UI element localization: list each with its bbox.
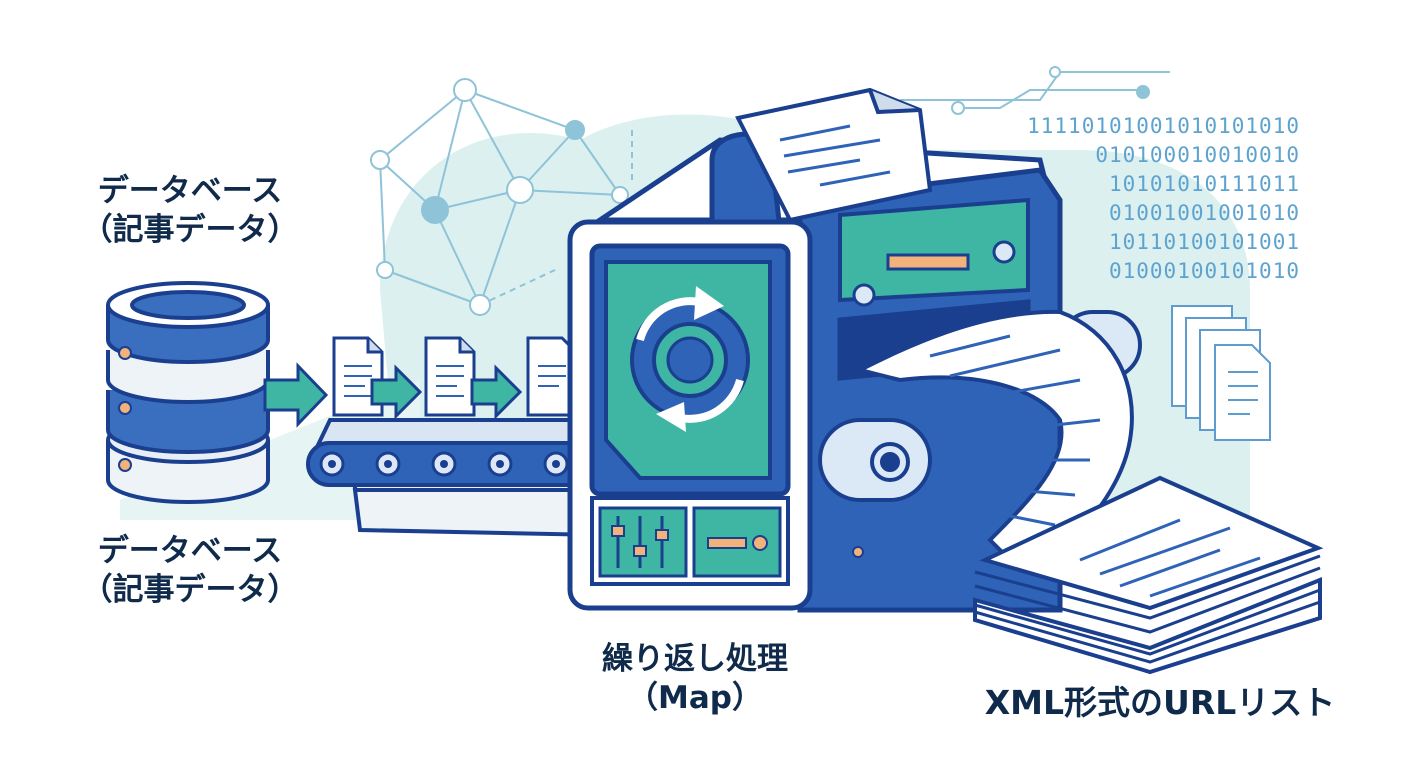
database-label-line2: （記事データ）	[81, 571, 299, 608]
network-graph-icon	[370, 78, 633, 316]
database-label-line2: （記事データ）	[81, 211, 299, 248]
map-label-line1: 繰り返し処理	[602, 641, 788, 677]
database-label-line1: データベース	[97, 533, 283, 569]
map-process-label: 繰り返し処理 （Map）	[560, 640, 830, 718]
binary-line: 11110101001010101010	[1027, 114, 1300, 138]
database-label-bottom: データベース （記事データ）	[70, 532, 310, 610]
xml-label-text: XML形式のURLリスト	[984, 683, 1336, 722]
database-label-top: データベース （記事データ）	[70, 172, 310, 250]
document-stack-icon	[1171, 305, 1271, 441]
refresh-cycle-icon	[636, 286, 744, 432]
database-icon	[106, 281, 270, 504]
binary-line: 01000100101010	[1108, 259, 1300, 283]
map-label-line2: （Map）	[627, 679, 763, 716]
database-label-line1: データベース	[97, 173, 283, 209]
input-document	[735, 87, 933, 223]
binary-line: 10110100101001	[1108, 230, 1300, 254]
document-icon	[332, 336, 578, 417]
binary-line: 010100010010010	[1095, 143, 1300, 167]
conveyor-belt	[306, 418, 602, 538]
xml-paper-stack	[973, 475, 1324, 675]
arrow-right-icon	[263, 362, 329, 428]
arrow-right-icon	[370, 364, 523, 420]
binary-line: 10101010111011	[1108, 172, 1300, 196]
xml-url-list-label: XML形式のURLリスト	[960, 682, 1360, 723]
circuit-lines	[900, 66, 1170, 115]
binary-line: 01001001001010	[1108, 201, 1300, 225]
binary-code-text: 11110101001010101010 010100010010010 101…	[970, 112, 1300, 286]
